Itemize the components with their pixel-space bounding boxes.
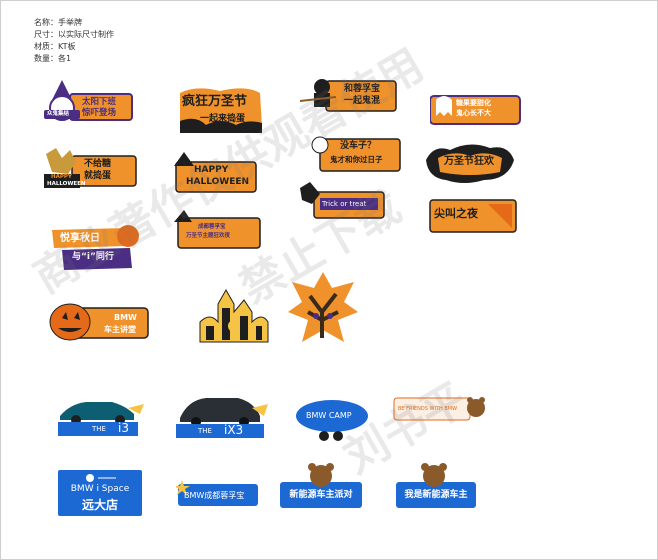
sign-text-2: 就捣蛋	[84, 171, 112, 181]
sign-text: BMW成都蓉孚宝	[184, 491, 245, 500]
sign-text-2: 车主讲堂	[104, 325, 136, 334]
sign-new-energy-owner: 我是新能源车主	[394, 462, 478, 510]
sign-new-energy-party: 新能源车主派对	[278, 462, 364, 510]
spec-quantity: 数量：各1	[34, 54, 72, 63]
sign-text-2: HALLOWEEN	[186, 177, 250, 187]
sign-text-2: 一起来捣蛋	[200, 114, 246, 124]
sign-scream-night: 尖叫之夜	[428, 198, 518, 234]
tree-icon	[288, 272, 358, 342]
skull-icon	[311, 136, 401, 172]
sign-text: BMW CAMP	[306, 411, 352, 420]
sign-trick-or-treat: Trick or treat	[300, 182, 386, 220]
witch-hat-icon	[174, 152, 257, 193]
witch-on-broom-icon	[300, 79, 397, 112]
sign-text: 我是新能源车主	[404, 490, 468, 500]
sign-text-1: 疯狂万圣节	[182, 94, 248, 109]
sign-text-2: 鬼才和你过日子	[330, 155, 383, 164]
sign-text-1: HAPPY	[194, 165, 229, 175]
sign-text-1: 成都蓉孚宝	[198, 224, 226, 230]
sign-text-1: BMW	[114, 313, 137, 322]
sign-word: THE	[198, 427, 212, 435]
sign-no-car: 没车子？ 鬼才和你过日子	[310, 133, 402, 173]
sign-the-ix3: THE iX3	[176, 390, 268, 440]
sign-text-1: 和蓉孚宝	[344, 84, 381, 94]
sign-text-1: 糖果要甜化	[456, 99, 491, 107]
sign-mess-around: 和蓉孚宝 一起鬼混	[300, 75, 398, 115]
spiderweb-banner-shape	[429, 199, 517, 233]
sign-crazy-halloween: 疯狂万圣节 一起来捣蛋	[176, 85, 264, 135]
sign-candy-sweet: 糖果要甜化 鬼心长不大	[430, 92, 522, 126]
sign-text: BE FRIENDS WITH BMW	[398, 406, 458, 412]
sign-text: Trick or treat	[322, 200, 367, 208]
sign-text-1: 悦享秋日	[60, 233, 100, 244]
sign-badge-2: HALLOWEEN	[47, 181, 86, 187]
star-icon	[176, 480, 258, 506]
bear-icon	[393, 397, 485, 421]
spec-size: 尺寸：以实际尺寸制作	[34, 30, 114, 39]
pumpkin-banner-shape	[180, 88, 262, 133]
spec-name: 名称：手举牌	[34, 18, 82, 27]
jack-o-lantern-icon	[49, 303, 149, 341]
pumpkin-icon	[52, 225, 139, 270]
sign-autumn-with-i: 悦享秋日 与“i”同行	[48, 224, 140, 272]
sign-bmw-camp: BMW CAMP	[294, 396, 370, 442]
witch-hat-icon	[44, 80, 133, 121]
camp-cloud-shape	[296, 400, 368, 441]
cat-icon	[300, 182, 385, 219]
sign-model: iX3	[224, 423, 244, 437]
castle-icon	[199, 288, 269, 343]
sign-bmw-chengdu-rongfubao: BMW成都蓉孚宝	[176, 480, 260, 508]
sign-text-1: 不给糖	[84, 159, 112, 169]
bat-hand-icon	[44, 148, 137, 188]
sign-text-2: 鬼心长不大	[456, 109, 491, 117]
sign-model: i3	[118, 421, 129, 435]
bear-icon	[396, 463, 476, 508]
sign-bmw-owner-lecture: BMW 车主讲堂	[46, 298, 150, 344]
sign-text-2: 与“i”同行	[72, 252, 114, 262]
bat-banner-shape	[426, 144, 514, 183]
sign-word: THE	[92, 425, 106, 433]
sign-rongfubao-party: 成都蓉孚宝 万圣节主题狂欢夜	[172, 210, 262, 250]
sign-trick-or-treat-cn: 不给糖 就捣蛋 HAPPY HALLOWEEN	[42, 148, 138, 190]
car-i3-icon	[58, 402, 144, 436]
witch-hat-icon	[174, 210, 261, 249]
sign-bmw-ispace: BMW i Space 远大店	[58, 470, 142, 516]
sign-text-1: 万圣节狂欢	[444, 156, 494, 167]
sign-happy-halloween: HAPPY HALLOWEEN	[172, 152, 258, 194]
ghost-icon	[430, 95, 521, 125]
sign-be-friends: BE FRIENDS WITH BMW	[392, 394, 486, 424]
sign-text-2: 惊吓登场	[82, 108, 117, 118]
sign-text-2: 一起鬼混	[344, 96, 381, 106]
haunted-castle-sign	[196, 282, 272, 344]
sign-text-1: 太阳下班	[82, 97, 117, 107]
sign-text-2: 远大店	[81, 498, 118, 512]
bmw-logo-icon	[86, 474, 116, 482]
sign-halloween-party: 万圣节狂欢	[424, 140, 516, 186]
spec-material: 材质：KT板	[34, 42, 76, 51]
sign-text-2: 万圣节主题狂欢夜	[186, 233, 231, 239]
bear-icon	[280, 463, 362, 508]
car-ix3-icon	[176, 398, 268, 438]
sign-text-1: BMW i Space	[70, 484, 130, 494]
sign-text-1: 没车子？	[340, 141, 377, 151]
spooky-tree-sign	[288, 272, 358, 346]
sign-sun-off-duty: 太阳下班 惊吓登场 众鬼集结	[42, 78, 134, 122]
sign-badge-1: HAPPY	[51, 174, 72, 180]
sign-text: 尖叫之夜	[434, 207, 478, 220]
sign-badge: 众鬼集结	[47, 111, 70, 117]
sign-the-i3: THE i3	[54, 390, 146, 438]
sign-text: 新能源车主派对	[289, 490, 353, 500]
